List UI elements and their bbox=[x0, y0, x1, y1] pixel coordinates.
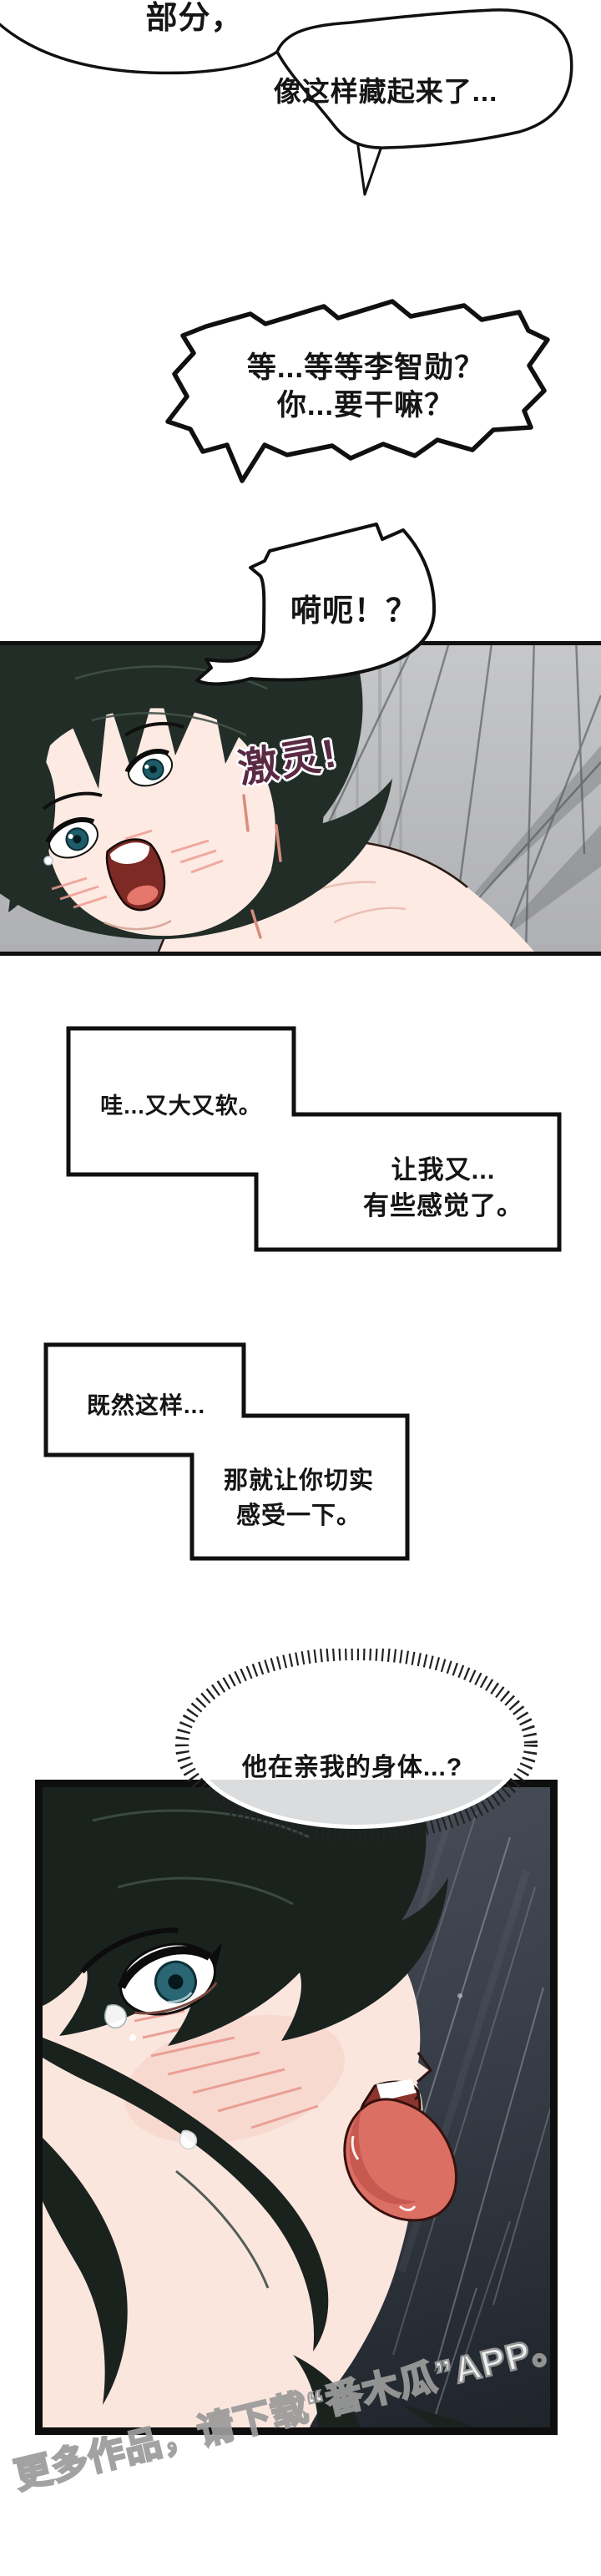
panel-shock-scene bbox=[0, 641, 601, 956]
narration-text-2-line1: 让我又... bbox=[391, 1155, 496, 1184]
shout-bubble bbox=[165, 299, 550, 483]
narration-text-1: 哇...又大又软。 bbox=[100, 1094, 262, 1119]
narration-box-union-2 bbox=[43, 1342, 410, 1561]
panel-closeup-scene bbox=[35, 1780, 558, 2435]
speech-text-hidden-like-this: 像这样藏起来了... bbox=[273, 76, 498, 107]
panel1-art bbox=[0, 645, 601, 952]
narration-box-union-1 bbox=[66, 1026, 562, 1252]
panel2-art bbox=[43, 1787, 550, 2427]
narration-text-4-line1: 那就让你切实 bbox=[223, 1467, 375, 1494]
closeup-eye bbox=[79, 1927, 223, 2016]
speed-wedge bbox=[484, 825, 601, 952]
girl-face bbox=[43, 708, 280, 937]
startle-spikes bbox=[242, 794, 282, 939]
shout-text-line1: 等...等等李智勋？ bbox=[246, 351, 485, 384]
shout-text-line2: 你...要干嘛？ bbox=[276, 389, 455, 422]
thought-bubble bbox=[175, 1649, 538, 1842]
narration-text-4-line2: 感受一下。 bbox=[235, 1503, 362, 1529]
profile-lines bbox=[414, 2052, 433, 2101]
gasp-bubble-outline bbox=[195, 523, 437, 686]
girl-eye-left bbox=[124, 748, 174, 787]
speed-wedge bbox=[451, 745, 601, 921]
girl-brows bbox=[42, 721, 184, 811]
gasp-bubble bbox=[195, 523, 437, 686]
narration-text-3: 既然这样... bbox=[86, 1392, 206, 1418]
narration-boxes-2 bbox=[43, 1342, 410, 1561]
thought-text: 他在亲我的身体...? bbox=[241, 1754, 463, 1781]
girl-bangs bbox=[0, 673, 325, 912]
blush-strokes bbox=[51, 829, 224, 909]
girl-mouth bbox=[105, 838, 166, 912]
narration-text-2-line2: 有些感觉了。 bbox=[363, 1191, 523, 1220]
closeup-teeth bbox=[376, 2079, 417, 2101]
speech-text-fragment: 部分， bbox=[145, 1, 244, 36]
gasp-text: 嗬呃！？ bbox=[290, 593, 417, 628]
closeup-tears bbox=[104, 2004, 198, 2150]
shout-bubble-outline bbox=[165, 299, 550, 483]
girl-eye-right bbox=[45, 816, 98, 859]
bubble-right-outline bbox=[275, 8, 573, 149]
narration-boxes-1 bbox=[66, 1026, 562, 1252]
top-speech-bubbles bbox=[0, 0, 584, 196]
tear-drop bbox=[43, 856, 53, 866]
